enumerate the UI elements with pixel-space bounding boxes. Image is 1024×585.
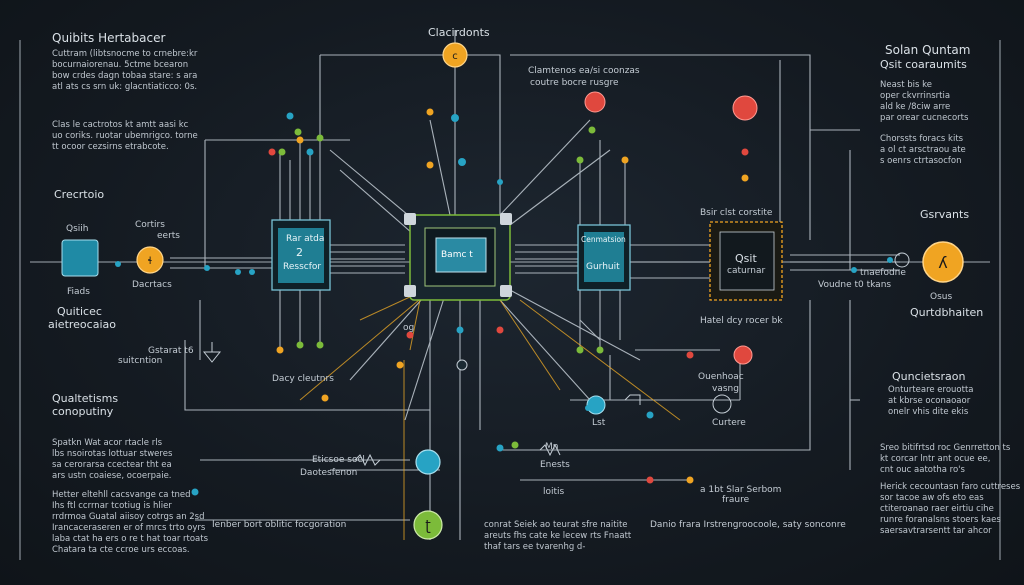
chip-left-label-3: Resscfor bbox=[283, 262, 322, 272]
chip-left-label-2: 2 bbox=[296, 246, 303, 259]
bottom-center-paragraph: conrat Seiek ao teurat sfre naitite areu… bbox=[484, 520, 632, 552]
bottom-center-enests: Enests bbox=[540, 460, 570, 470]
right-lower-paragraph-2: Sreo bitifrtsd roc Genrretton ts kt corc… bbox=[880, 443, 1011, 475]
resistor-icon bbox=[354, 394, 641, 467]
lower-left-paragraph-2: Hetter eltehll cacsvange ca tned Ihs ftl… bbox=[52, 490, 209, 555]
lower-left-title-1: Qualtetisms bbox=[52, 392, 119, 405]
chip-center-right-label-1: Cenmatsion bbox=[581, 235, 626, 244]
node-green bbox=[413, 510, 443, 540]
chip-right-label-2: caturnar bbox=[727, 266, 766, 276]
lower-left-paragraph-1: Spatkn Wat acor rtacle rls lbs nsoirotas… bbox=[52, 438, 173, 481]
chip-left bbox=[271, 219, 331, 291]
mid-left-label-3: og bbox=[403, 323, 415, 333]
left-block-label-fiads: Fiads bbox=[67, 287, 90, 297]
right-lower-paragraph-1: Onturteare erouotta at kbrse oconaoaor o… bbox=[888, 385, 974, 417]
lower-left-title-2: conoputiny bbox=[52, 405, 114, 418]
node-orange-top bbox=[442, 42, 468, 68]
bottom-mid-right-label-1: a 1bt Slar Serbom bbox=[700, 485, 782, 495]
node-red-1 bbox=[584, 91, 606, 113]
top-right-paragraph-1: Neast bis ke oper ckvrrinsrtia ald ke /8… bbox=[880, 80, 969, 123]
cpu-label: Bamc t bbox=[441, 250, 473, 260]
top-left-paragraph-1: Cuttram (libtsnocme to crnebre:kr bocurn… bbox=[52, 49, 198, 92]
chip-center-right bbox=[577, 224, 631, 291]
bottom-center-loitis: loitis bbox=[543, 487, 565, 497]
bottom-label-ienber: Ienber bort oblitic focgoration bbox=[212, 520, 347, 530]
chip-center-right-label-2: Gurhuit bbox=[586, 262, 620, 272]
circuit-node-icon bbox=[115, 108, 893, 496]
mid-left-label-1: Gstarat t6 bbox=[148, 346, 194, 356]
bottom-center-lst: Lst bbox=[592, 418, 606, 428]
left-chip-label: Qsiih bbox=[66, 224, 89, 234]
inductor-icon bbox=[712, 252, 910, 414]
top-center-subtitle-1: Clamtenos ea/si coonzas bbox=[528, 66, 640, 76]
node-teal-2 bbox=[415, 449, 441, 475]
left-block-label-dacrtacs: Dacrtacs bbox=[132, 280, 172, 290]
top-right-title-2: Qsit coaraumits bbox=[880, 58, 967, 71]
ground-icon bbox=[202, 342, 222, 363]
left-block-label-aietreocaiao: aietreocaiao bbox=[48, 318, 116, 331]
left-block-label-eerts: eerts bbox=[157, 231, 180, 241]
chip-left-label-1: Rar atda bbox=[286, 234, 325, 244]
node-red-3 bbox=[733, 345, 753, 365]
top-center-subtitle-2: coutre bocre rusgre bbox=[530, 78, 619, 88]
left-block-label-cortirs: Cortirs bbox=[135, 220, 165, 230]
circuit-wires bbox=[170, 30, 900, 540]
right-lower-title: Quncietsraon bbox=[892, 370, 966, 383]
top-right-title-1: Solan Quntam bbox=[885, 43, 971, 57]
right-label-gsrvants: Gsrvants bbox=[920, 208, 970, 221]
right-label-tnaefodne: tnaefodne bbox=[860, 268, 906, 278]
cpu-chip bbox=[404, 213, 512, 301]
node-teal-1 bbox=[586, 395, 606, 415]
chip-right-title: Bsir clst corstite bbox=[700, 208, 773, 218]
top-left-paragraph-2: Clas le cactrotos kt amtt aasi kc uo cor… bbox=[52, 120, 198, 152]
node-red-2 bbox=[732, 95, 758, 121]
top-right-paragraph-2: Chorssts foracs kits a ol ct arsctraou a… bbox=[880, 134, 966, 166]
svg-text:ɬ: ɬ bbox=[148, 256, 153, 267]
chip-left-bottom-label: Dacy cleutnrs bbox=[272, 374, 334, 384]
bottom-center-ouenhoac: Ouenhoac bbox=[698, 372, 744, 382]
right-lower-paragraph-3: Herick cecountasn faro cuttreses sor tac… bbox=[880, 482, 1021, 536]
mid-left-label-2: suitcntion bbox=[118, 356, 163, 366]
frame-lines bbox=[19, 40, 1001, 560]
top-center-title: Clacirdonts bbox=[428, 26, 490, 39]
bottom-mid-right-label-2: fraure bbox=[722, 495, 750, 505]
node-glyphs: c ɬ ʎ ʈ bbox=[148, 51, 948, 534]
right-label-qurtdbhaiten: Qurtdbhaiten bbox=[910, 306, 984, 319]
bottom-center-mn: Mn bbox=[545, 442, 559, 452]
svg-text:ʎ: ʎ bbox=[938, 253, 947, 272]
bottom-label-daotesfenon: Daotesfenon bbox=[300, 468, 358, 478]
chip-right-bottom-label: Hatel dcy rocer bk bbox=[700, 316, 783, 326]
left-block-label-quiticec: Quiticec bbox=[57, 305, 102, 318]
svg-text:ʈ: ʈ bbox=[425, 518, 431, 534]
top-left-title: Quibits Hertabacer bbox=[52, 31, 166, 45]
bottom-right-text: Danio frara Irstrengroocoole, saty sonco… bbox=[650, 520, 846, 530]
bottom-center-vasng: vasng bbox=[712, 384, 739, 394]
right-label-voudne: Voudne t0 tkans bbox=[818, 280, 892, 290]
right-label-osus: Osus bbox=[930, 292, 953, 302]
svg-text:c: c bbox=[452, 51, 458, 62]
left-block-title: Crecrtoio bbox=[54, 188, 105, 201]
node-orange-left bbox=[136, 246, 164, 274]
signal-traces bbox=[299, 289, 681, 540]
chip-right bbox=[709, 221, 783, 301]
bottom-label-eticsoe: Eticsoe socl bbox=[312, 455, 365, 465]
node-orange-right bbox=[922, 241, 964, 283]
bottom-center-curtere: Curtere bbox=[712, 418, 746, 428]
chip-right-label-1: Qsit bbox=[735, 252, 757, 265]
chip-left-small bbox=[61, 239, 99, 277]
